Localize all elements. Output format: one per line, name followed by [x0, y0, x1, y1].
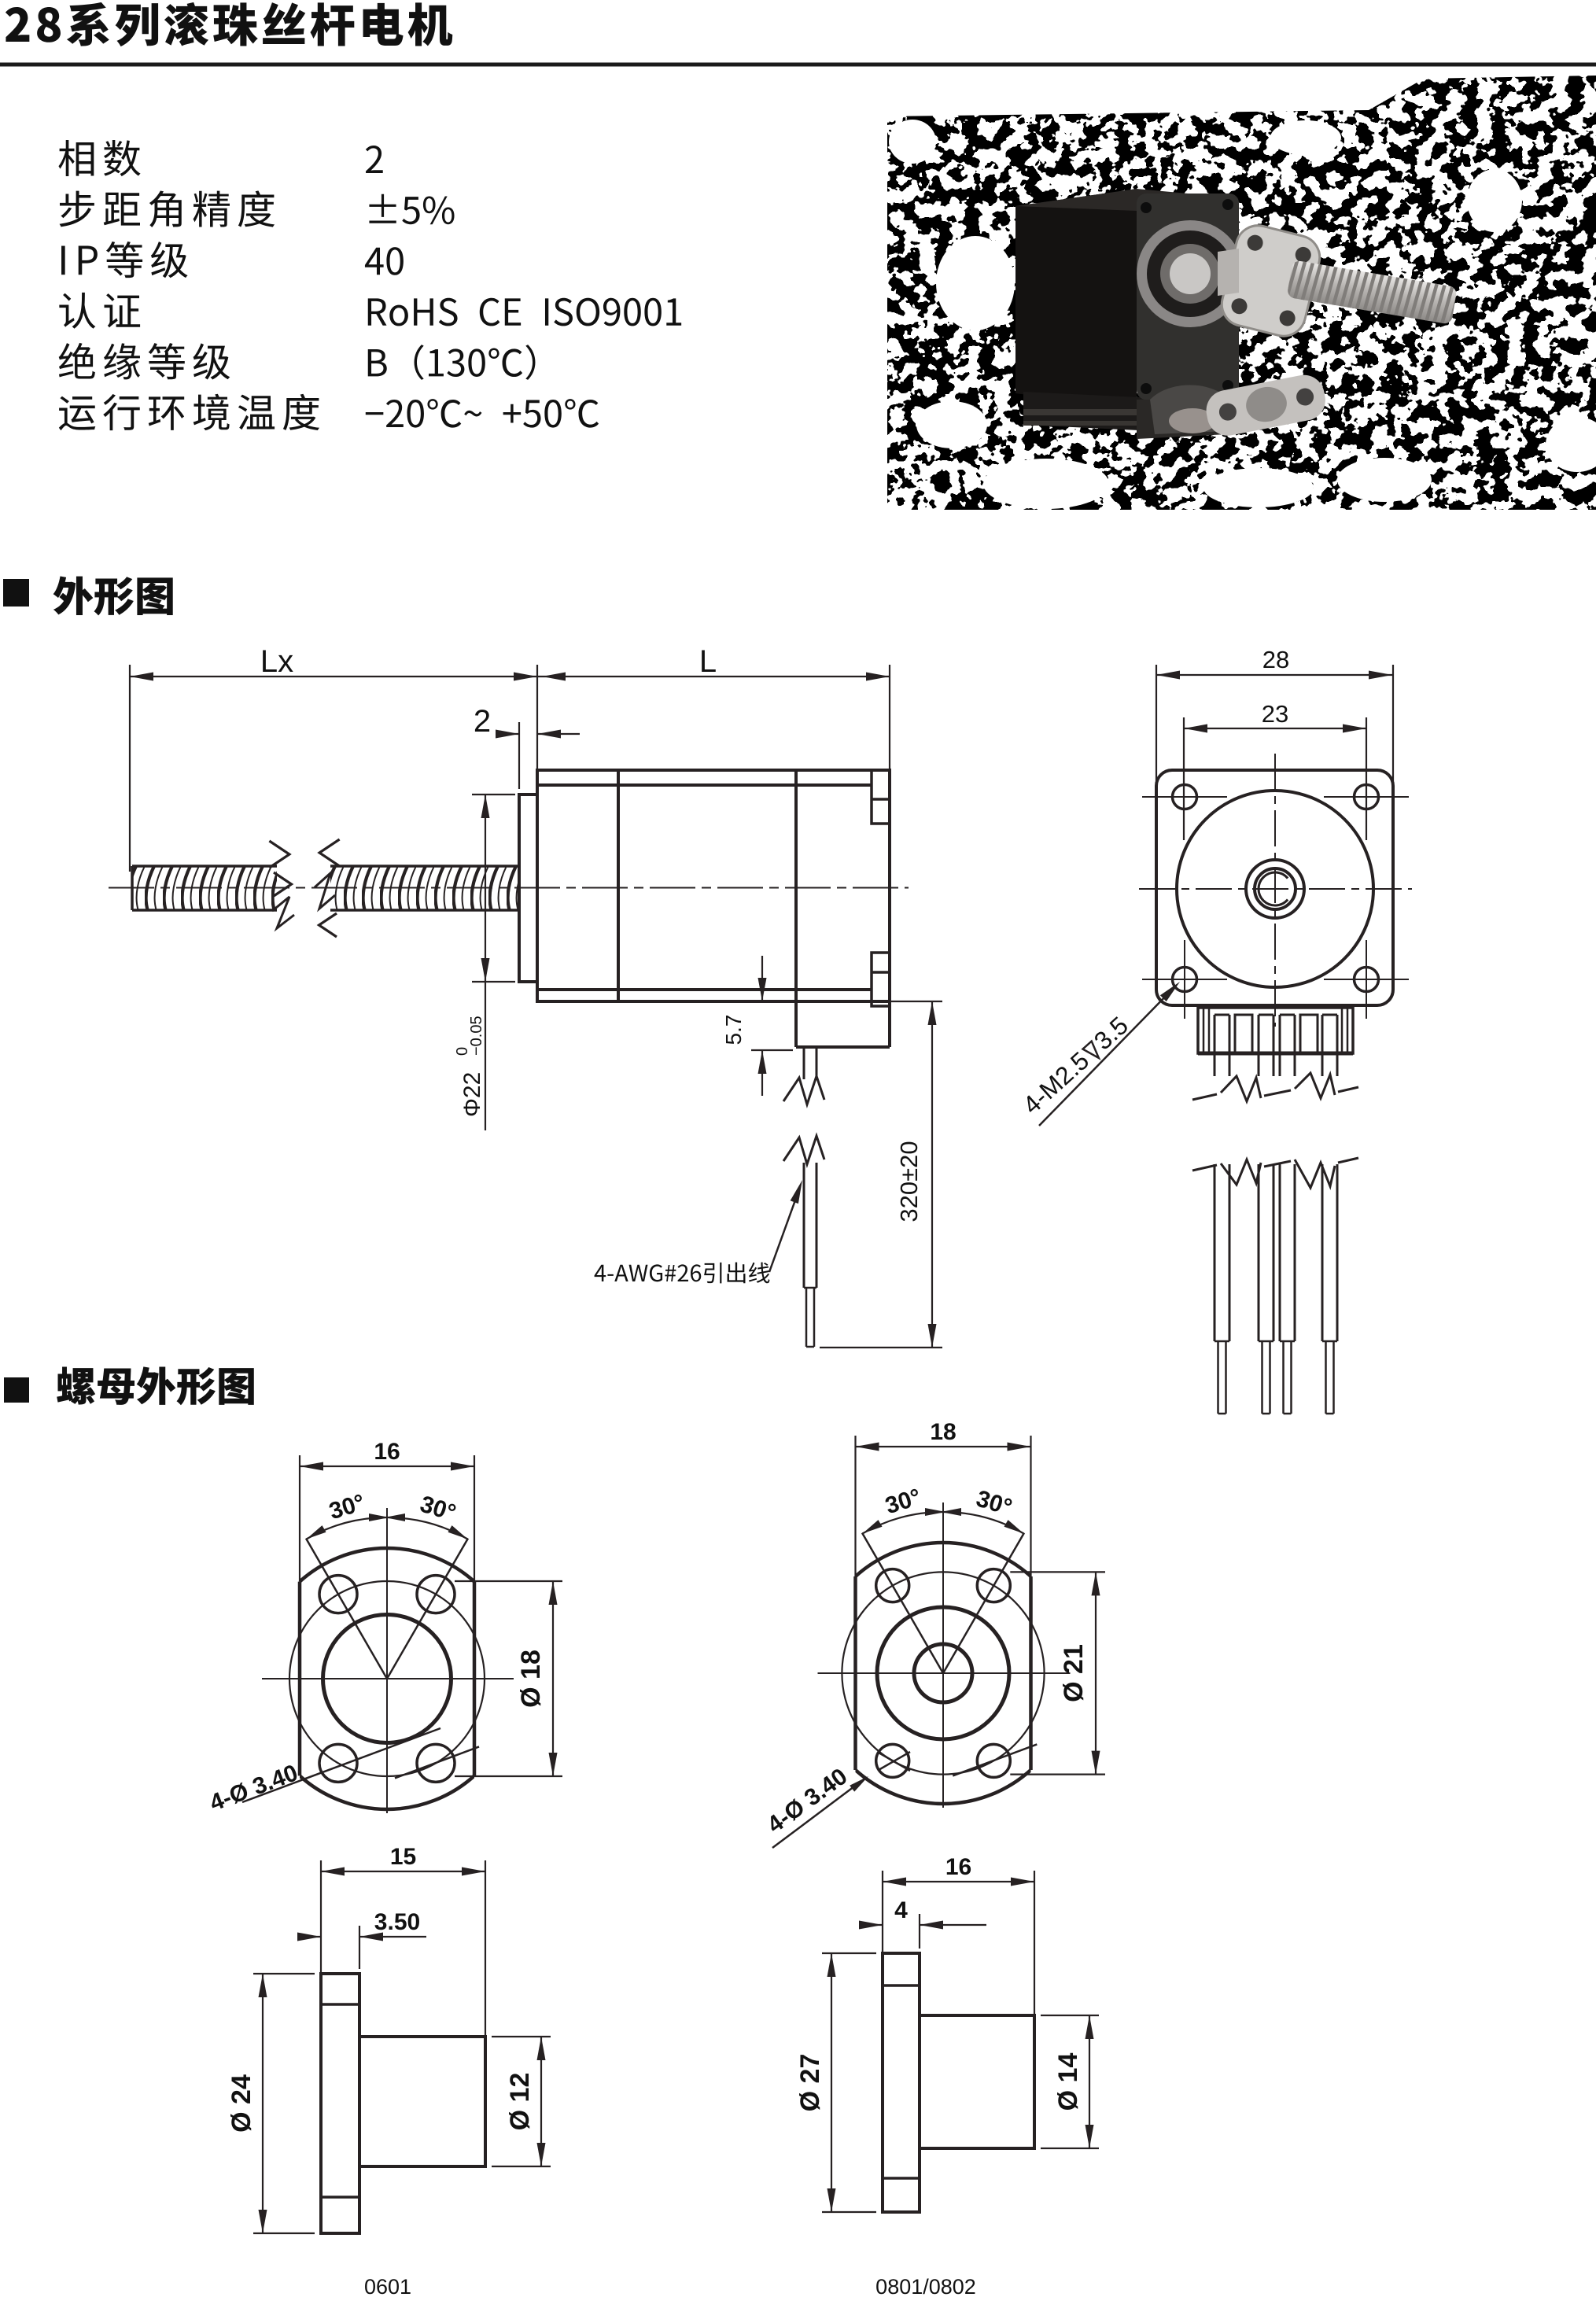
- svg-text:0801/0802: 0801/0802: [875, 2275, 976, 2297]
- svg-text:23: 23: [1262, 700, 1288, 728]
- svg-text:0: 0: [454, 1047, 471, 1056]
- svg-text:15: 15: [390, 1844, 416, 1870]
- svg-text:2: 2: [474, 704, 491, 739]
- svg-text:L: L: [699, 644, 717, 679]
- svg-text:16: 16: [945, 1854, 971, 1880]
- svg-text:Lx: Lx: [260, 644, 293, 679]
- svg-text:Ø 24: Ø 24: [227, 2074, 256, 2133]
- svg-text:0601: 0601: [364, 2275, 411, 2297]
- svg-text:Ø 21: Ø 21: [1059, 1644, 1089, 1702]
- svg-text:4: 4: [894, 1897, 908, 1923]
- svg-text:5.7: 5.7: [721, 1015, 746, 1045]
- svg-text:Ø 12: Ø 12: [505, 2073, 535, 2131]
- svg-text:28: 28: [1262, 646, 1289, 673]
- svg-text:320±20: 320±20: [895, 1141, 923, 1222]
- svg-text:Φ22: Φ22: [459, 1072, 485, 1117]
- svg-text:−0.05: −0.05: [468, 1016, 485, 1056]
- svg-text:18: 18: [930, 1419, 956, 1445]
- svg-text:Ø 18: Ø 18: [516, 1650, 546, 1708]
- svg-text:3.50: 3.50: [374, 1909, 420, 1935]
- svg-text:Ø 27: Ø 27: [795, 2054, 825, 2112]
- svg-text:4-Ø 3.40: 4-Ø 3.40: [762, 1764, 852, 1838]
- svg-text:Ø 14: Ø 14: [1053, 2053, 1083, 2111]
- svg-text:4-Ø 3.40: 4-Ø 3.40: [206, 1760, 301, 1816]
- svg-text:16: 16: [374, 1439, 400, 1465]
